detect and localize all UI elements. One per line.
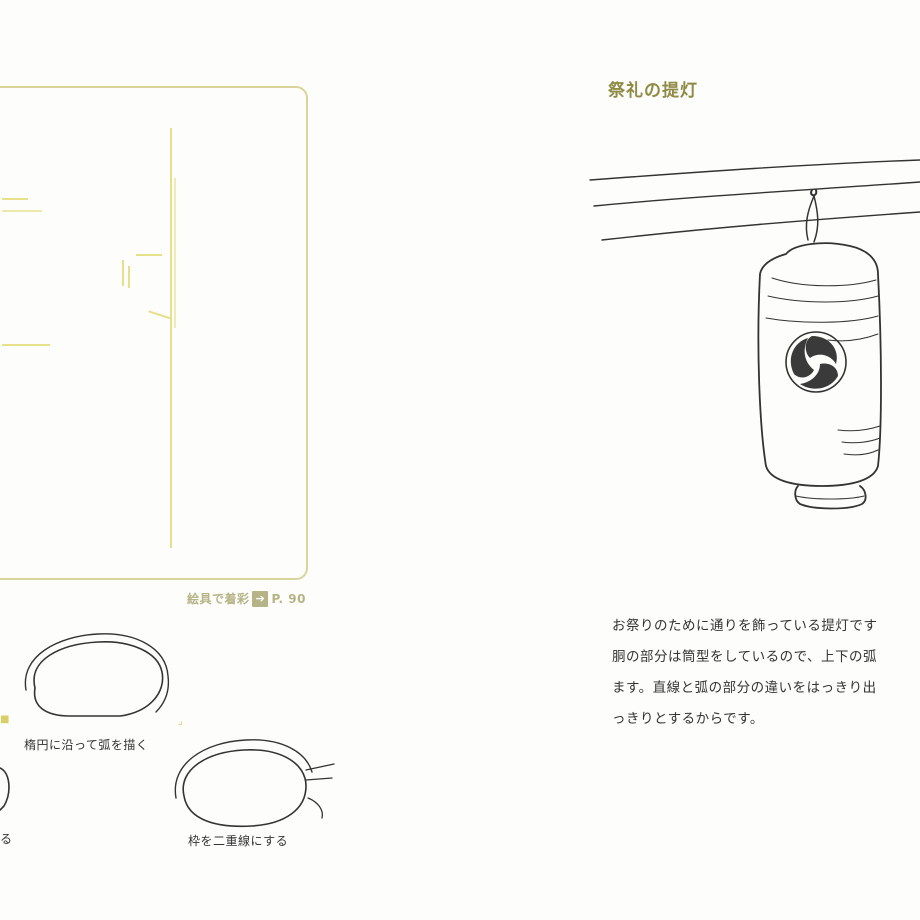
guide-line — [148, 310, 172, 320]
arrow-right-icon: ➔ — [252, 590, 269, 607]
body-text-line: 胴の部分は筒型をしているので、上下の弧 — [612, 649, 878, 665]
guide-line — [122, 260, 124, 286]
corner-mark: ■ — [0, 714, 10, 725]
guide-line — [2, 198, 28, 200]
corner-mark: ⌟ — [178, 716, 183, 727]
section-title: 祭礼の提灯 — [608, 81, 698, 101]
body-text-line: っきりとするからです。 — [612, 711, 764, 727]
reference-page: P. 90 — [271, 591, 306, 606]
step-caption: る — [0, 832, 13, 846]
mitsudomoe-emblem — [785, 331, 847, 393]
body-text-line: ます。直線と弧の部分の違いをはっきり出 — [612, 680, 877, 696]
guide-line — [2, 344, 50, 346]
double-frame-sketch — [174, 739, 335, 828]
guide-line — [128, 266, 130, 288]
step-caption: 枠を二重線にする — [188, 834, 289, 848]
page-reference-link[interactable]: 絵具で着彩 ➔ P. 90 — [187, 590, 306, 607]
guide-line — [2, 210, 42, 212]
guide-line — [170, 128, 172, 548]
guide-line — [174, 178, 176, 328]
partial-sketch — [0, 767, 10, 811]
ellipse-arc-sketch — [24, 633, 170, 717]
step-sketches — [0, 633, 335, 828]
tracing-frame — [0, 86, 308, 580]
guide-line — [136, 254, 162, 256]
step-caption: 楕円に沿って弧を描く — [24, 738, 149, 752]
body-text-line: お祭りのために通りを飾っている提灯です — [612, 618, 878, 634]
lantern-illustration — [589, 159, 920, 510]
reference-label: 絵具で着彩 — [186, 592, 250, 606]
